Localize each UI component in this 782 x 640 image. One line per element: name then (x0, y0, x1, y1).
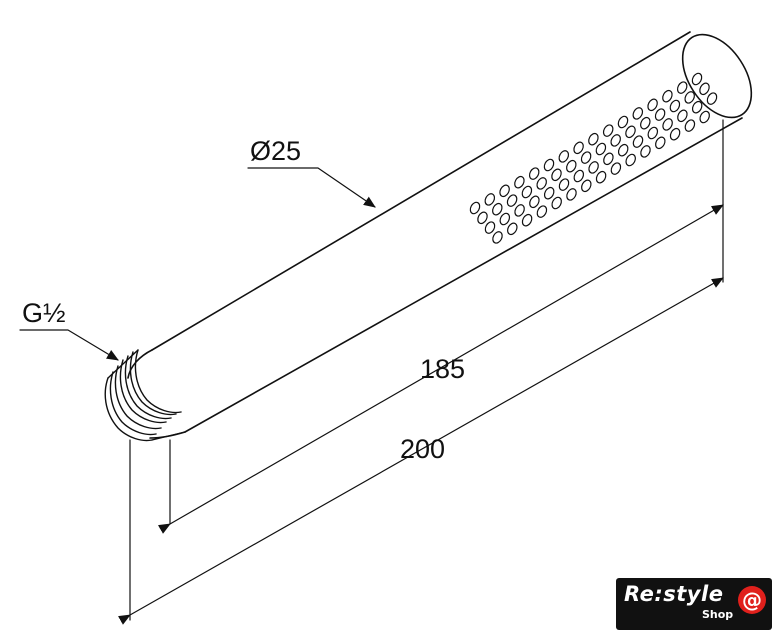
spray-nozzle (691, 100, 703, 114)
spray-nozzle (654, 108, 666, 121)
spray-nozzle (602, 124, 614, 137)
spray-nozzle (573, 141, 584, 155)
spray-nozzle (506, 194, 518, 207)
spray-nozzle (647, 98, 658, 112)
spray-nozzle (551, 168, 562, 182)
spray-nozzle (669, 99, 681, 113)
spray-nozzle (632, 135, 644, 148)
thread-label: G½ (22, 298, 66, 328)
spray-nozzle (477, 211, 488, 225)
spray-nozzle (595, 142, 607, 156)
spray-nozzle-grid (469, 72, 718, 244)
dimension-line-200 (117, 277, 724, 625)
cart-badge-icon: @ (738, 586, 766, 614)
spray-nozzle (640, 145, 651, 158)
spray-nozzle (558, 178, 570, 191)
spray-nozzle (536, 205, 548, 218)
spray-nozzle (677, 109, 688, 123)
spray-nozzle (610, 162, 622, 175)
spray-nozzle (521, 213, 533, 227)
leader-diameter (247, 167, 376, 208)
spray-nozzle (588, 161, 599, 174)
spray-nozzle (543, 186, 555, 200)
spray-nozzle (691, 72, 703, 86)
logo-text: Re:style (624, 582, 724, 606)
spray-nozzle (499, 184, 510, 198)
spray-nozzle (521, 185, 533, 199)
spray-nozzle (684, 119, 696, 132)
spray-nozzle (558, 150, 570, 163)
spray-nozzle (543, 158, 555, 172)
spray-nozzle (676, 81, 688, 94)
spray-nozzle (566, 159, 577, 173)
spray-nozzle (662, 89, 673, 103)
threaded-connector (104, 349, 186, 442)
spray-nozzle (655, 136, 666, 150)
diameter-label: Ø25 (250, 136, 301, 166)
spray-nozzle (566, 188, 577, 201)
spray-nozzle (647, 126, 659, 140)
spray-nozzle (699, 82, 710, 96)
spray-nozzle (529, 195, 540, 209)
spray-nozzle (669, 127, 681, 141)
spray-nozzle (514, 175, 525, 189)
spray-nozzle (625, 153, 636, 167)
logo-subtext: Shop (702, 608, 734, 621)
spray-nozzle (603, 152, 614, 166)
spray-nozzle (699, 110, 710, 124)
spray-nozzle (617, 115, 629, 129)
spray-nozzle (492, 202, 503, 216)
spray-nozzle (536, 177, 547, 190)
spray-nozzle (595, 170, 607, 184)
spray-nozzle (706, 92, 718, 105)
spray-nozzle (469, 201, 481, 215)
spray-nozzle (484, 193, 496, 206)
spray-nozzle (484, 221, 496, 234)
spray-nozzle (662, 118, 673, 131)
spray-nozzle (492, 231, 503, 244)
spray-nozzle (632, 107, 644, 120)
spray-nozzle (684, 91, 695, 104)
spray-nozzle (507, 222, 518, 236)
restyle-shop-logo: Re:style Shop @ (616, 578, 772, 630)
dimension-185-label: 185 (420, 354, 465, 384)
spray-nozzle (640, 116, 651, 130)
spray-nozzle (551, 196, 562, 210)
spray-nozzle (573, 169, 585, 183)
spray-nozzle (528, 167, 540, 180)
spray-nozzle (625, 125, 636, 139)
spray-nozzle (580, 151, 592, 164)
spray-nozzle (610, 134, 621, 147)
spray-nozzle (514, 204, 525, 217)
dimension-200-label: 200 (400, 434, 445, 464)
spray-nozzle (617, 143, 629, 157)
leader-thread (19, 329, 119, 361)
spray-nozzle (499, 212, 511, 226)
spray-nozzle (588, 132, 599, 146)
spray-nozzle (581, 179, 592, 193)
